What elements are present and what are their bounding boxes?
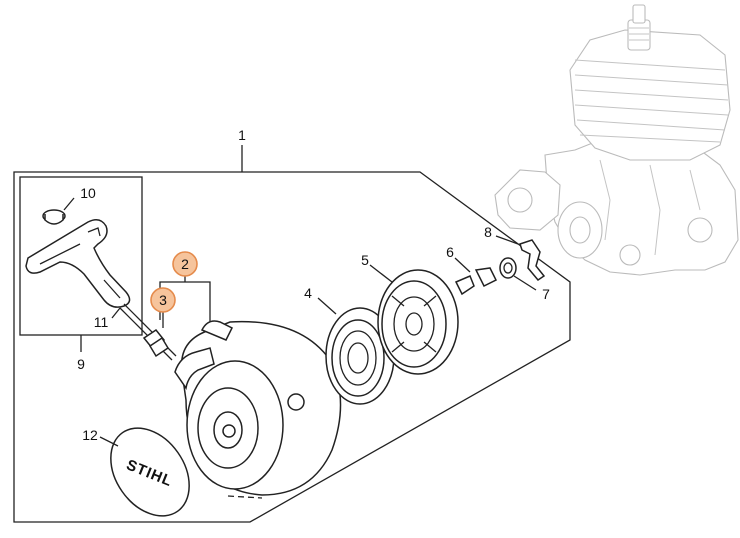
callout-9: 9 bbox=[77, 356, 85, 372]
part-3-bushing bbox=[142, 312, 170, 358]
part-8-clip bbox=[495, 235, 546, 281]
part-6-pawls bbox=[454, 257, 498, 296]
callout-7: 7 bbox=[542, 286, 550, 302]
callout-2[interactable]: 2 bbox=[181, 256, 189, 272]
part-handle-grip bbox=[25, 219, 131, 308]
part-5-rope-rotor bbox=[369, 264, 459, 375]
callout-3-highlight[interactable] bbox=[150, 287, 176, 313]
callout-4: 4 bbox=[304, 285, 312, 301]
callout-6: 6 bbox=[446, 244, 454, 260]
engine-block-ghost bbox=[494, 4, 739, 276]
fan-housing bbox=[174, 320, 342, 499]
callout-10: 10 bbox=[80, 185, 96, 201]
callout-1: 1 bbox=[238, 127, 246, 143]
callout-2-highlight[interactable] bbox=[172, 251, 198, 277]
callout-11: 11 bbox=[94, 314, 109, 330]
callout-12: 12 bbox=[82, 427, 98, 443]
callout-8: 8 bbox=[484, 224, 492, 240]
part-10-plug bbox=[42, 197, 75, 225]
part-12-stihl-cover: STIHL bbox=[99, 427, 190, 517]
assembly-outline bbox=[13, 171, 571, 523]
part-7-washer bbox=[499, 257, 537, 291]
callout-5: 5 bbox=[361, 252, 369, 268]
callout-3[interactable]: 3 bbox=[159, 292, 167, 308]
part-11-rope bbox=[111, 303, 177, 361]
